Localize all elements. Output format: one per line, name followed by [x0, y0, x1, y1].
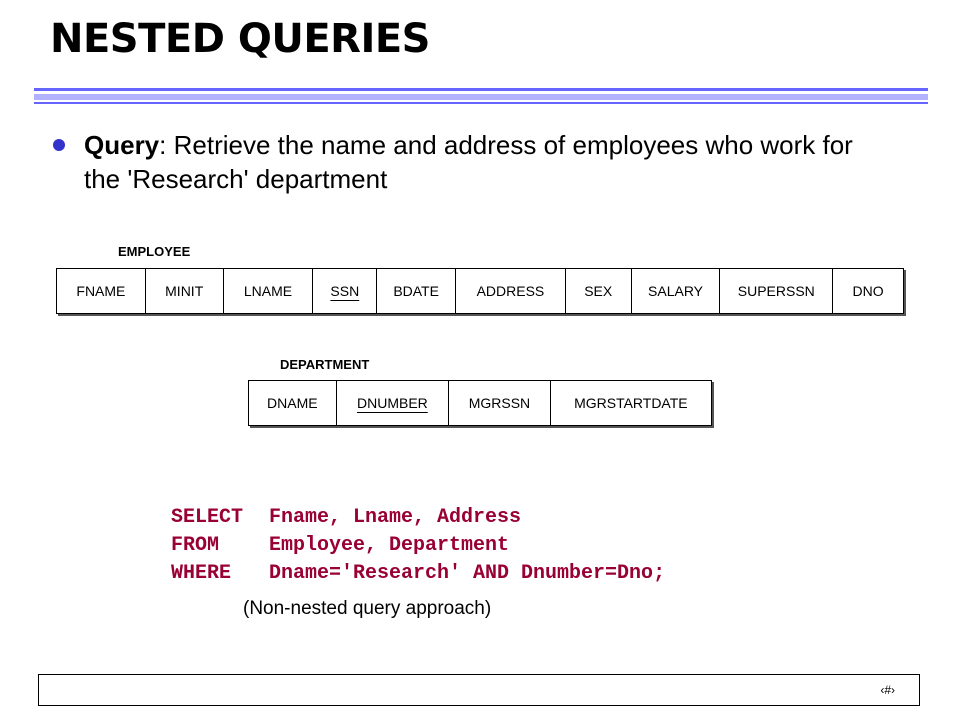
sql-clause: Employee, Department — [269, 534, 510, 557]
slide-title: NESTED QUERIES — [50, 16, 430, 62]
employee-attribute: MINIT — [146, 269, 224, 313]
title-divider-middle — [34, 94, 928, 100]
sql-keyword: SELECT — [171, 506, 244, 529]
sql-keyword: WHERE — [171, 562, 232, 585]
department-attribute: DNAME — [249, 381, 337, 425]
department-schema: DNAME DNUMBER MGRSSN MGRSTARTDATE — [248, 380, 712, 426]
employee-attribute: SUPERSSN — [720, 269, 834, 313]
employee-attribute: LNAME — [224, 269, 314, 313]
department-attribute: MGRSTARTDATE — [574, 395, 688, 411]
employee-attribute: BDATE — [377, 269, 457, 313]
employee-attribute: FNAME — [57, 269, 146, 313]
employee-attribute: DNO — [852, 283, 884, 299]
employee-relation-label: EMPLOYEE — [118, 244, 191, 259]
title-divider-top — [34, 88, 928, 91]
department-attribute-key: DNUMBER — [337, 381, 450, 425]
sql-clause: Dname='Research' AND Dnumber=Dno; — [269, 562, 666, 585]
query-bullet: Query: Retrieve the name and address of … — [84, 128, 874, 196]
page-number: ‹#› — [880, 683, 895, 697]
title-divider-bottom — [34, 102, 928, 104]
department-attribute: MGRSSN — [449, 381, 551, 425]
employee-attribute: ADDRESS — [456, 269, 566, 313]
query-description: : Retrieve the name and address of emplo… — [84, 130, 853, 194]
employee-attribute: SEX — [566, 269, 632, 313]
employee-schema: FNAME MINIT LNAME SSN BDATE ADDRESS SEX … — [56, 268, 904, 314]
bullet-dot-icon — [53, 139, 65, 151]
approach-caption: (Non-nested query approach) — [243, 598, 492, 619]
sql-clause: Fname, Lname, Address — [269, 506, 522, 529]
employee-attribute: SALARY — [632, 269, 721, 313]
employee-attribute-key: SSN — [313, 269, 378, 313]
sql-query-block: SELECT Fname, Lname, Address FROM Employee… — [171, 504, 665, 588]
sql-keyword: FROM — [171, 534, 220, 557]
sql-where-line: WHERE Dname='Research' AND Dnumber=Dno; — [171, 560, 665, 588]
sql-from-line: FROM Employee, Department — [171, 532, 665, 560]
query-label: Query — [84, 130, 160, 160]
sql-select-line: SELECT Fname, Lname, Address — [171, 504, 665, 532]
department-relation-label: DEPARTMENT — [280, 357, 370, 372]
footer-bar: ‹#› — [38, 674, 920, 706]
